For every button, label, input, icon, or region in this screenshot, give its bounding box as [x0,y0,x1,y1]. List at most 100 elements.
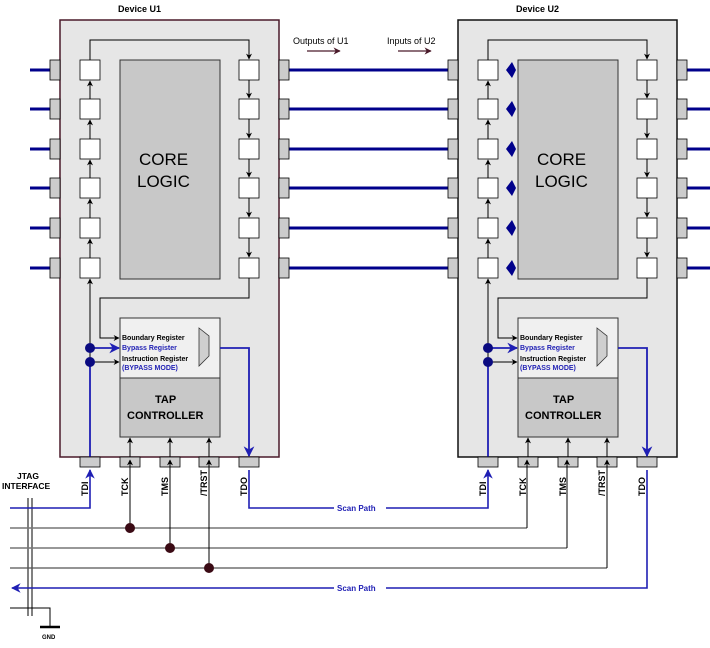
tap-label: CONTROLLER [127,410,203,422]
gnd-label: GND [42,635,56,641]
boundary-cell-output [238,138,260,160]
io-pin-left [447,217,459,239]
boundary-register-label: Boundary Register [122,335,185,342]
io-pin-left [49,98,61,120]
jtag-label-line2: INTERFACE [2,481,51,491]
boundary-cell-input [477,59,499,81]
boundary-cell-output [636,217,658,239]
mode-register-label: (BYPASS MODE) [122,365,178,372]
pin-label: TDI [80,482,90,497]
io-pin-left [447,98,459,120]
trst-junction [204,563,214,573]
io-pin-right [676,59,688,81]
mux-icon [596,327,608,367]
boundary-cell-output [238,257,260,279]
boundary-cell-input [477,177,499,199]
input-arrow-icon [506,62,516,78]
io-pin-left [49,257,61,279]
boundary-cell-output [636,138,658,160]
io-pin-left [447,59,459,81]
boundary-cell-output [238,217,260,239]
input-arrow-icon [506,141,516,157]
instruction-junction [483,357,493,367]
tdo-scan-line [618,347,653,458]
io-pin-left [447,257,459,279]
boundary-register-label: Boundary Register [520,335,583,342]
pin-label: /TRST [597,469,607,496]
tap-label: TAP [155,394,176,406]
tms-junction [165,543,175,553]
io-pin-left [447,177,459,199]
mode-register-label: (BYPASS MODE) [520,365,576,372]
io-pin-right [278,217,290,239]
boundary-cell-input [477,98,499,120]
outputs-label: Outputs of U1 [293,36,349,46]
io-pin-right [278,59,290,81]
tdo-scan-line [220,347,255,458]
io-pin-right [676,217,688,239]
pin-label: TDO [637,477,647,496]
boundary-cell-output [238,177,260,199]
io-pin-right [278,177,290,199]
io-pin-right [278,98,290,120]
core-label: LOGIC [535,172,588,191]
boundary-cell-input [79,217,101,239]
pin-label: TCK [518,477,528,496]
chain-top-loop [487,39,650,60]
io-pin-right [676,257,688,279]
device-title: Device U1 [118,4,161,14]
io-pin-right [278,138,290,160]
scan-path-label: Scan Path [337,504,376,513]
chain-to-boundary-register [497,278,648,341]
boundary-cell-input [79,177,101,199]
io-pin-left [49,177,61,199]
boundary-cell-input [79,98,101,120]
io-pin-right [676,98,688,120]
inputs-label: Inputs of U2 [387,36,436,46]
io-pin-left [49,59,61,81]
io-pin-right [278,257,290,279]
chain-to-boundary-register [99,278,250,341]
pin-label: TCK [120,477,130,496]
pin-label: TDI [478,482,488,497]
boundary-cell-output [636,98,658,120]
scan-path-u1-u2 [248,469,493,509]
pin-tdi [477,456,499,468]
boundary-cell-output [238,98,260,120]
tap-controller-block [119,377,221,438]
gnd-line [10,607,51,627]
pin-label: TMS [558,477,568,496]
io-pin-left [49,138,61,160]
io-pin-left [447,138,459,160]
input-arrow-icon [506,180,516,196]
bypass-junction [483,343,493,353]
core-label: LOGIC [137,172,190,191]
tap-label: TAP [553,394,574,406]
pin-tdi [79,456,101,468]
core-label: CORE [537,150,586,169]
boundary-cell-input [79,257,101,279]
jtag-label-line1: JTAG [17,471,39,481]
bypass-register-label: Bypass Register [122,345,177,352]
instruction-junction [85,357,95,367]
boundary-cell-output [636,59,658,81]
scan-path-return [11,470,648,593]
tck-junction [125,523,135,533]
boundary-cell-input [79,138,101,160]
chain-top-loop [89,39,252,60]
input-arrow-icon [506,220,516,236]
tdi-u1-line [10,469,95,509]
input-arrow-icon [506,101,516,117]
core-logic-block [119,59,221,280]
pin-tdo [238,456,260,468]
io-pin-left [49,217,61,239]
scan-path-label: Scan Path [337,584,376,593]
instruction-register-label: Instruction Register [520,356,586,363]
boundary-cell-input [477,138,499,160]
pin-label: TMS [160,477,170,496]
io-pin-right [676,138,688,160]
boundary-cell-output [636,257,658,279]
